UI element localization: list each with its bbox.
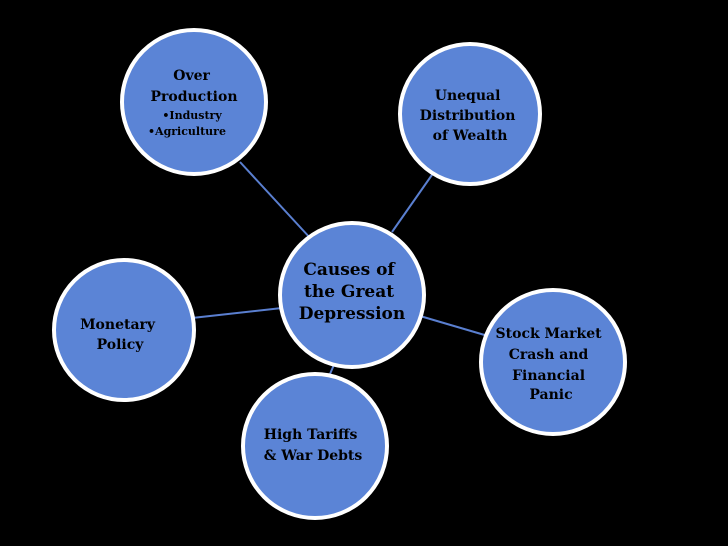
- node-center-circle: [278, 221, 426, 369]
- connector-stock-market-crash: [419, 315, 489, 337]
- node-monetary-policy-circle: [52, 258, 196, 402]
- node-over-production-circle: [120, 28, 268, 176]
- node-high-tariffs-circle: [241, 372, 389, 520]
- connector-unequal-distribution: [391, 171, 435, 233]
- node-monetary-policy-label: Monetary Policy: [80, 317, 160, 353]
- connectors: [191, 161, 489, 375]
- node-over-production: Over Production •Industry •Agriculture: [120, 28, 268, 176]
- center-title: Causes of the Great Depression: [299, 260, 406, 324]
- node-stock-market-crash-label: Stock Market Crash and Financial Panic: [496, 326, 607, 403]
- node-unequal-distribution-label: Unequal Distribution of Wealth: [420, 88, 521, 144]
- node-center: Causes of the Great Depression: [278, 221, 426, 369]
- node-high-tariffs: High Tariffs & War Debts: [241, 372, 389, 520]
- connector-monetary-policy: [191, 307, 283, 319]
- node-stock-market-crash: Stock Market Crash and Financial Panic: [479, 288, 627, 436]
- node-monetary-policy: Monetary Policy: [52, 258, 196, 402]
- node-unequal-distribution-circle: [398, 42, 542, 186]
- connector-over-production: [239, 161, 313, 241]
- node-over-production-subitems: •Industry •Agriculture: [148, 109, 226, 138]
- node-high-tariffs-label: High Tariffs & War Debts: [264, 427, 363, 464]
- node-over-production-label: Over Production: [150, 68, 237, 105]
- node-unequal-distribution: Unequal Distribution of Wealth: [398, 42, 542, 186]
- node-stock-market-crash-circle: [479, 288, 627, 436]
